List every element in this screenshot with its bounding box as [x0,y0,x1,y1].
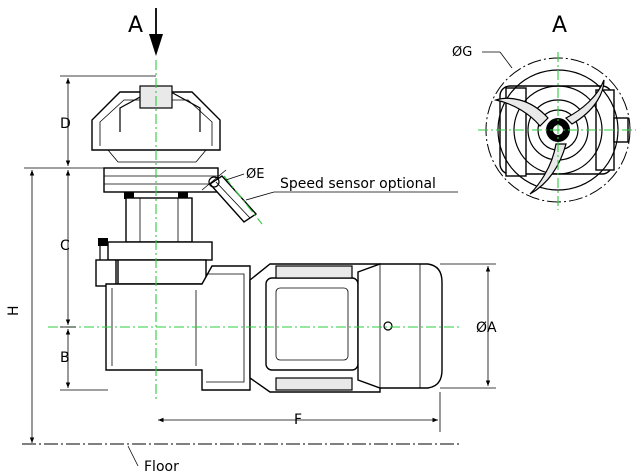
mounting-flange [107,241,213,261]
motor-body [357,263,443,389]
speed-sensor-label: Speed sensor optional [280,176,436,192]
gear-housing [105,265,251,391]
view-label-main: A [128,13,143,38]
terminal-box [265,277,359,371]
dim-diameter-e: ØE [246,167,264,182]
speed-sensor-callout: Speed sensor optional [245,176,458,201]
impeller-blade [529,143,567,195]
dim-b: B [60,350,70,366]
dim-diameter-g: ØG [452,45,472,60]
dim-c: C [60,238,70,254]
dim-d: D [60,116,71,132]
dim-h: H [6,305,22,316]
side-view [48,60,460,400]
speed-sensor [201,169,258,223]
impeller-blade [493,97,549,127]
top-flange [103,167,219,193]
floor: Floor [22,443,462,475]
view-arrow-a: A [128,8,163,56]
detail-view-a: A ØG [452,13,636,210]
dim-diameter-a: ØA [476,320,497,336]
dim-f: F [294,412,302,428]
dimensions: D C B H F ØA ØE [6,75,497,443]
floor-label: Floor [144,459,179,475]
view-label-detail: A [552,13,567,38]
impeller-blade [564,79,605,125]
shaft-column [125,197,193,243]
